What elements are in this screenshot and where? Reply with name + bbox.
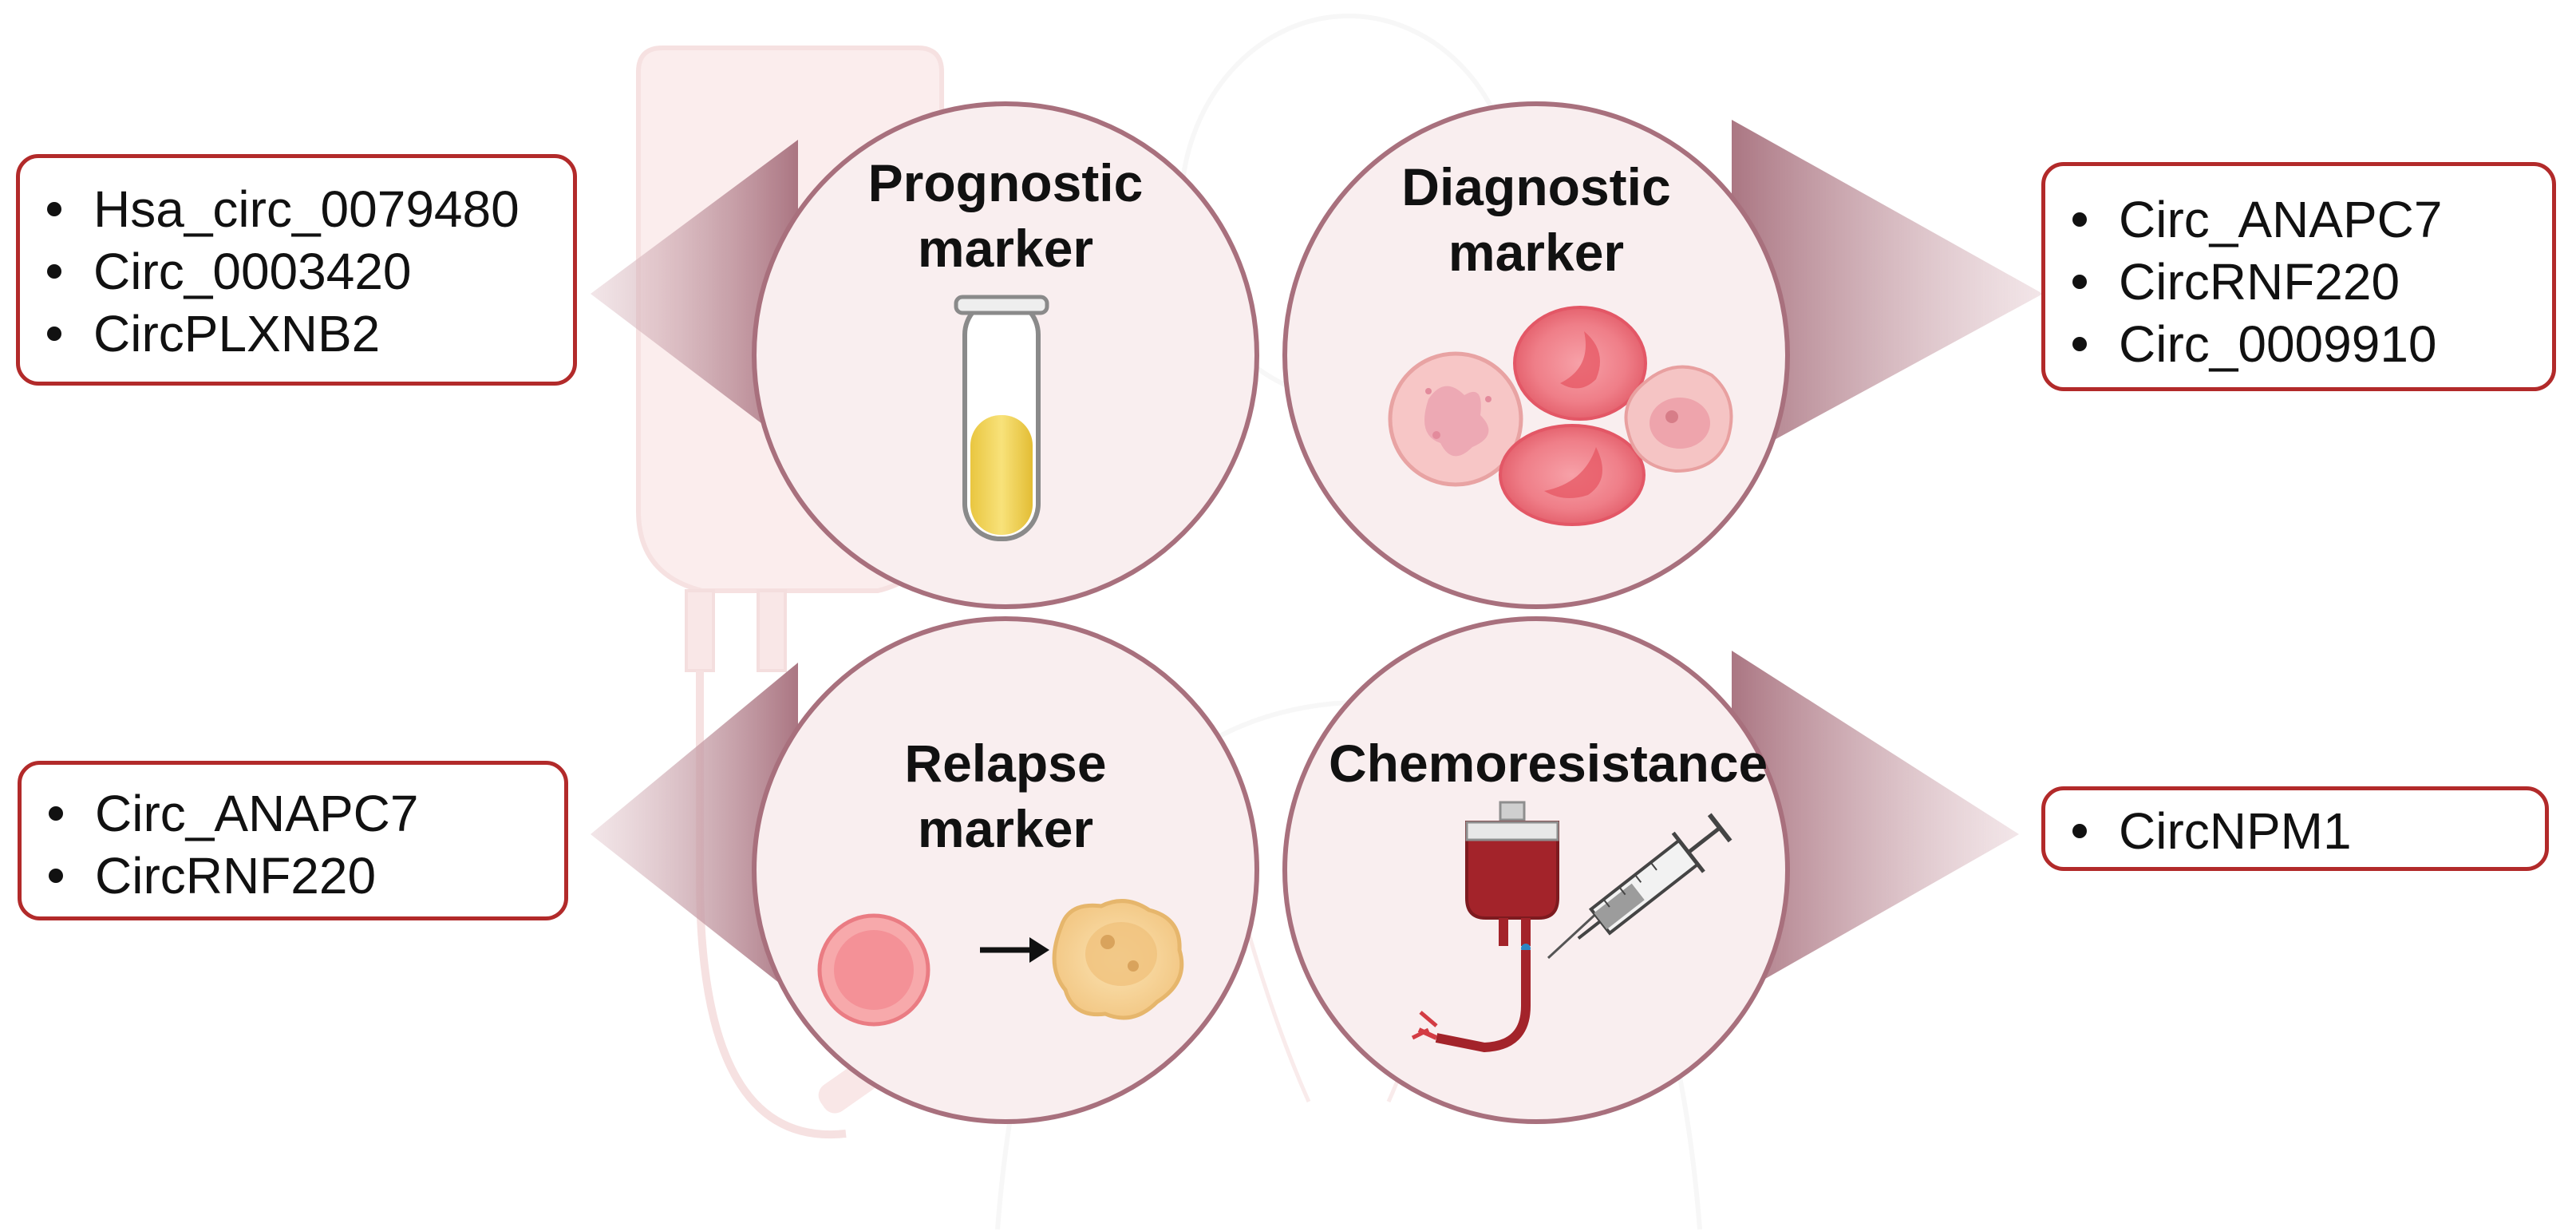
prognostic-title-line-2: marker [917, 219, 1094, 278]
list-item: Hsa_circ_0079480 [20, 178, 573, 240]
iv-bag-syringe-icon [1411, 801, 1732, 1053]
chemoresistance-marker-list: CircNPM1 [2041, 786, 2549, 871]
test-tube-icon [954, 295, 1049, 541]
relapse-title: Relapse marker [846, 730, 1165, 861]
diagnostic-marker-list: Circ_ANAPC7 CircRNF220 Circ_0009910 [2041, 162, 2556, 391]
chemoresistance-title: Chemoresistance [1329, 730, 1768, 796]
list-item: Circ_ANAPC7 [22, 782, 564, 845]
list-item: Circ_0003420 [20, 240, 573, 303]
prognostic-title: Prognostic marker [846, 150, 1165, 281]
diagnostic-title-line-1: Diagnostic [1401, 157, 1671, 216]
diagnostic-title: Diagnostic marker [1377, 154, 1696, 285]
wedge-chemoresistance [1732, 651, 2019, 998]
list-item: Circ_ANAPC7 [2045, 188, 2552, 251]
wedge-prognostic [591, 140, 798, 451]
list-item: CircRNF220 [2045, 251, 2552, 313]
diagnostic-title-line-2: marker [1448, 223, 1625, 282]
list-item: Circ_0009910 [2045, 313, 2552, 375]
blood-cells-icon [1388, 306, 1733, 526]
circle-relapse [752, 616, 1259, 1124]
cell-transformation-icon [817, 899, 1184, 1027]
wedge-relapse [591, 663, 798, 998]
list-item: CircNPM1 [2045, 800, 2545, 862]
relapse-marker-list: Circ_ANAPC7 CircRNF220 [18, 761, 568, 920]
relapse-title-line-2: marker [917, 799, 1094, 858]
prognostic-title-line-1: Prognostic [867, 153, 1144, 212]
list-item: CircPLXNB2 [20, 303, 573, 365]
relapse-title-line-1: Relapse [904, 734, 1107, 793]
list-item: CircRNF220 [22, 845, 564, 907]
prognostic-marker-list: Hsa_circ_0079480 Circ_0003420 CircPLXNB2 [16, 154, 577, 386]
chemoresistance-title-line-1: Chemoresistance [1329, 734, 1768, 793]
wedge-diagnostic [1732, 120, 2043, 463]
